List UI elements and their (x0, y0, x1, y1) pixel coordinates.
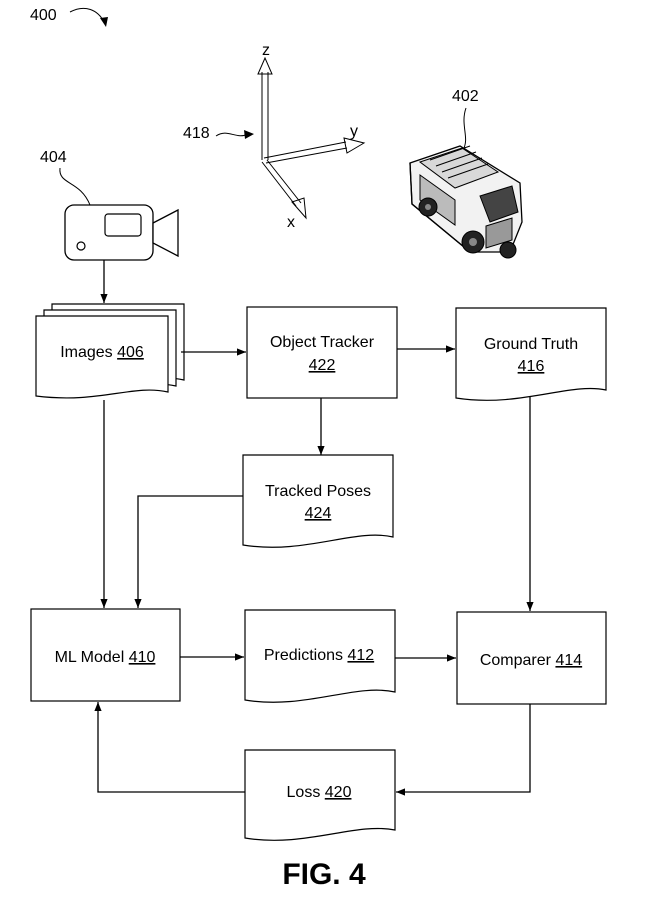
figure-ref-leader (69, 7, 105, 23)
object-tracker-ref: 422 (309, 357, 336, 374)
figure-caption: FIG. 4 (282, 858, 366, 891)
figure-ref-arrowhead (100, 17, 108, 27)
images-block: Images 406 (35, 303, 185, 399)
ml-model-block: ML Model 410 (30, 608, 181, 702)
z-axis-label: z (262, 42, 270, 59)
axes-ref-arrowhead (244, 130, 254, 139)
object-tracker-label: Object Tracker (270, 334, 375, 351)
axes-ref: 418 (183, 125, 210, 142)
coordinate-axes: 418 z y x (183, 42, 366, 231)
ground-truth-label: Ground Truth (484, 336, 578, 353)
x-axis-shaft (261, 159, 302, 207)
x-axis-head (291, 197, 307, 220)
predictions-block: Predictions 412 (244, 609, 396, 703)
predictions-label: Predictions 412 (264, 647, 374, 664)
ground-truth-ref: 416 (518, 358, 545, 375)
ground-truth-block: Ground Truth 416 (455, 307, 607, 401)
arrow-loss-to-model (94, 702, 245, 793)
connectors (94, 345, 534, 796)
video-camera-icon: 404 (40, 149, 179, 303)
loss-block: Loss 420 (244, 749, 396, 841)
y-axis-label: y (350, 123, 358, 140)
comparer-label: Comparer 414 (480, 652, 582, 669)
tracked-poses-ref: 424 (305, 505, 332, 522)
camera-ref: 404 (40, 149, 67, 166)
fire-truck-icon: 402 (409, 88, 523, 259)
vehicle-ref-leader (462, 107, 467, 151)
camera-ref-leader (59, 167, 91, 206)
arrow-poses-to-model (134, 495, 243, 608)
tracked-poses-label: Tracked Poses (265, 483, 371, 500)
z-axis-shaft (261, 72, 269, 160)
images-label: Images 406 (60, 344, 144, 361)
x-axis-label: x (287, 214, 295, 231)
y-axis-head (343, 137, 366, 154)
comparer-block: Comparer 414 (456, 611, 607, 705)
ml-model-label: ML Model 410 (55, 649, 156, 666)
z-axis-head (257, 56, 273, 75)
figure-ref: 400 (30, 7, 57, 24)
vehicle-ref: 402 (452, 88, 479, 105)
loss-label: Loss 420 (287, 784, 352, 801)
y-axis-shaft (263, 141, 348, 164)
axes-ref-leader (215, 132, 249, 137)
tracked-poses-block: Tracked Poses 424 (242, 454, 394, 548)
arrow-comparer-to-loss (396, 704, 531, 796)
object-tracker-block: Object Tracker 422 (246, 306, 398, 399)
